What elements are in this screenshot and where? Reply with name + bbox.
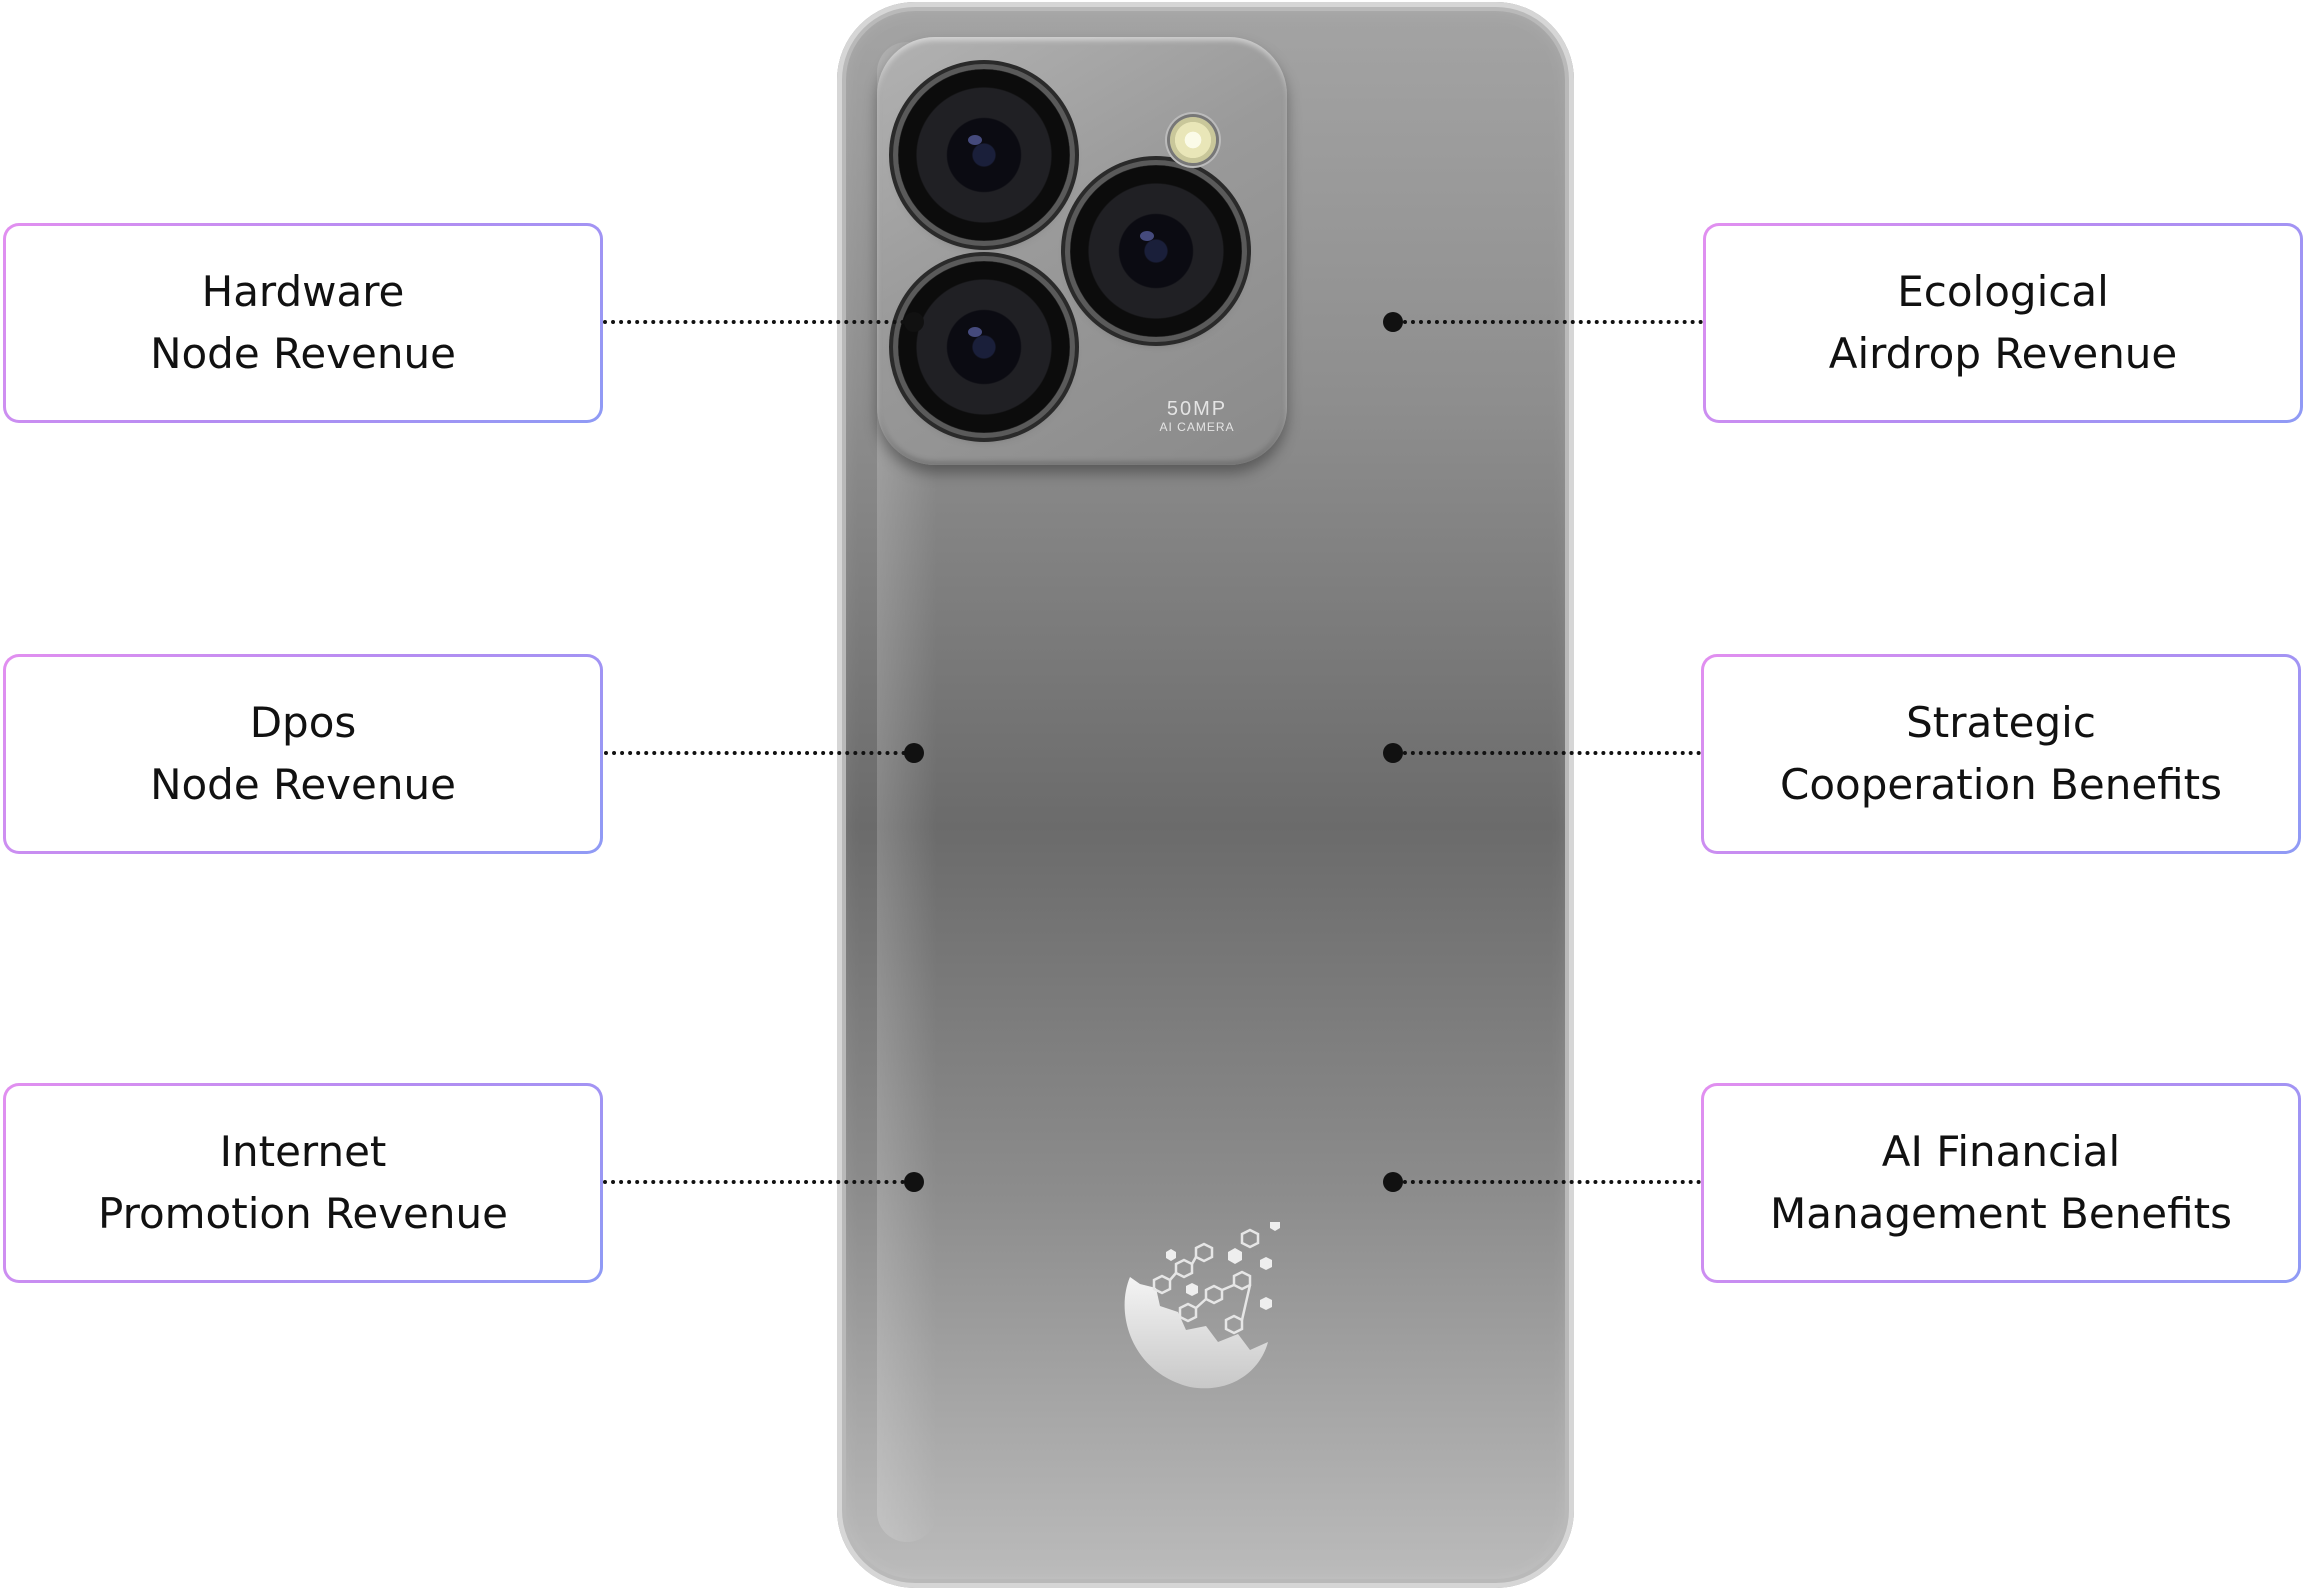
callout-line1: Internet [219, 1127, 387, 1176]
callout-strategic-cooperation-benefits: Strategic Cooperation Benefits [1701, 654, 2301, 854]
callout-line1: Dpos [249, 698, 357, 747]
camera-lens-right [1070, 165, 1242, 337]
connector-line-left-3 [603, 1180, 913, 1184]
connector-line-left-1 [603, 320, 913, 324]
camera-label-main: 50MP [1166, 398, 1228, 420]
flash-icon [1170, 117, 1216, 163]
callout-ai-financial-management-benefits: AI Financial Management Benefits [1701, 1083, 2301, 1283]
callout-line1: AI Financial [1881, 1127, 2121, 1176]
connector-line-right-1 [1395, 320, 1703, 324]
camera-lens-bottom [898, 261, 1070, 433]
connector-dot-right-3 [1383, 1172, 1403, 1192]
callout-dpos-node-revenue: Dpos Node Revenue [3, 654, 603, 854]
callout-line1: Ecological [1897, 267, 2109, 316]
callout-line2: Node Revenue [150, 760, 456, 809]
camera-label-sub: AI CAMERA [1159, 420, 1235, 434]
callout-internet-promotion-revenue: Internet Promotion Revenue [3, 1083, 603, 1283]
phone-back: 50MP AI CAMERA [837, 2, 1574, 1588]
connector-dot-left-3 [904, 1172, 924, 1192]
callout-line1: Hardware [201, 267, 405, 316]
callout-line2: Airdrop Revenue [1828, 329, 2178, 378]
callout-line2: Node Revenue [150, 329, 456, 378]
connector-line-right-2 [1395, 751, 1701, 755]
connector-line-left-2 [604, 751, 914, 755]
connector-dot-right-1 [1383, 312, 1403, 332]
connector-dot-left-1 [904, 312, 924, 332]
camera-module: 50MP AI CAMERA [877, 37, 1287, 465]
callout-line2: Management Benefits [1770, 1189, 2232, 1238]
camera-lens-top [898, 69, 1070, 241]
connector-dot-left-2 [904, 743, 924, 763]
callout-hardware-node-revenue: Hardware Node Revenue [3, 223, 603, 423]
callout-line2: Cooperation Benefits [1780, 760, 2222, 809]
camera-label: 50MP AI CAMERA [1127, 399, 1267, 433]
hexagon-moon-logo-icon [1124, 1222, 1280, 1389]
callout-line1: Strategic [1906, 698, 2096, 747]
connector-dot-right-2 [1383, 743, 1403, 763]
callout-ecological-airdrop-revenue: Ecological Airdrop Revenue [1703, 223, 2303, 423]
connector-line-right-3 [1395, 1180, 1701, 1184]
callout-line2: Promotion Revenue [98, 1189, 508, 1238]
